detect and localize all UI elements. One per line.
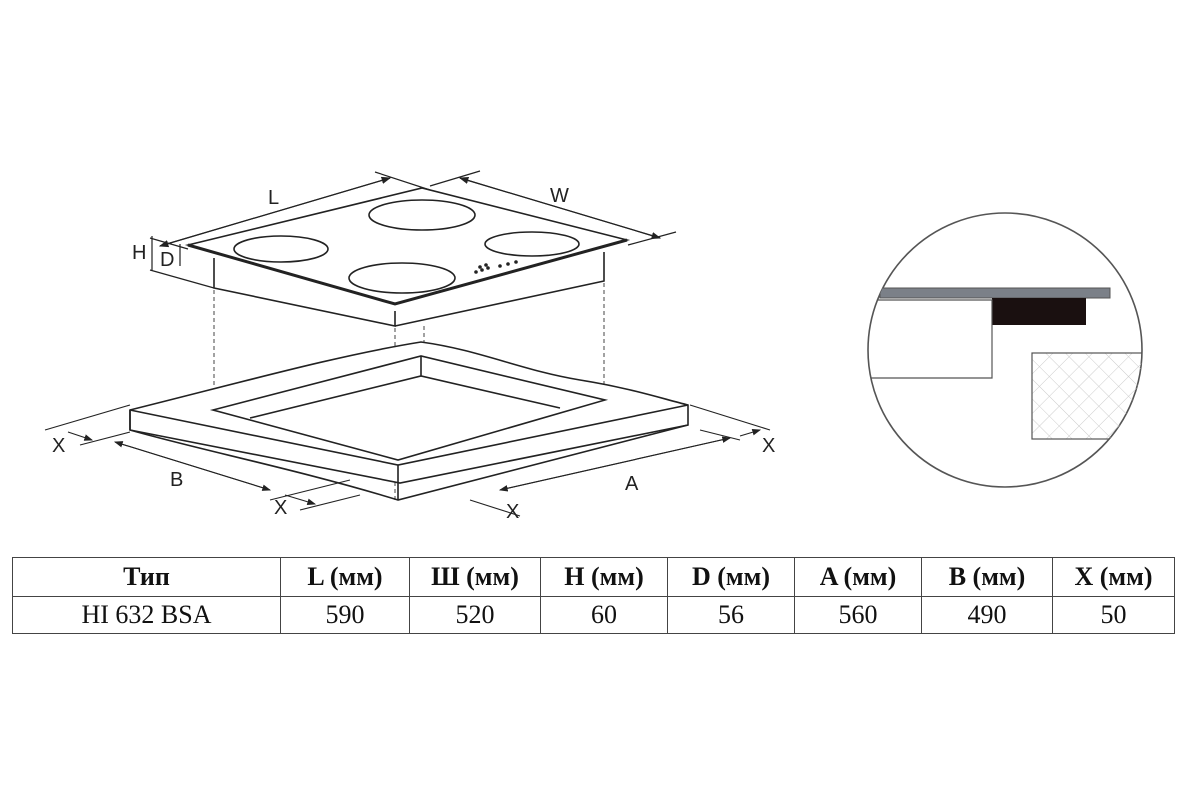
cell-A: 560 (794, 596, 922, 634)
cell-B: 490 (921, 596, 1053, 634)
burner (368, 199, 476, 231)
label-B: B (170, 469, 183, 491)
glass-panel (879, 287, 1111, 299)
hob-body (992, 298, 1086, 325)
detail-view (867, 212, 1143, 488)
label-L: L (268, 187, 279, 209)
header-D: D (мм) (667, 557, 795, 597)
header-L: L (мм) (280, 557, 410, 597)
control-dots (474, 260, 518, 274)
label-A: A (625, 473, 639, 495)
label-H: H (132, 242, 146, 264)
header-B: B (мм) (921, 557, 1053, 597)
header-A: A (мм) (794, 557, 922, 597)
table-row: HI 632 BSA 590 520 60 56 560 490 50 (12, 596, 1175, 634)
header-H: H (мм) (540, 557, 668, 597)
burner (348, 262, 456, 294)
burner (484, 231, 580, 257)
label-X: X (506, 501, 519, 523)
hob (184, 187, 631, 327)
cell-L: 590 (280, 596, 410, 634)
cell-D: 56 (667, 596, 795, 634)
burner (233, 235, 329, 263)
header-X: X (мм) (1052, 557, 1175, 597)
label-X: X (52, 435, 65, 457)
worktop-section (1031, 352, 1142, 440)
label-X: X (274, 497, 287, 519)
cell-type: HI 632 BSA (12, 596, 281, 634)
cell-H: 60 (540, 596, 668, 634)
worktop-cutout (129, 341, 689, 501)
dimension-lines (149, 170, 677, 289)
label-X: X (762, 435, 775, 457)
cell-X: 50 (1052, 596, 1175, 634)
dimension-labels: L W H D X B X X A X (52, 185, 775, 523)
header-type: Тип (12, 557, 281, 597)
label-D: D (160, 249, 174, 271)
dimensions-table: Тип L (мм) Ш (мм) H (мм) D (мм) A (мм) B… (12, 557, 1175, 634)
cutout-dimension-lines (44, 404, 771, 517)
table-header-row: Тип L (мм) Ш (мм) H (мм) D (мм) A (мм) B… (12, 557, 1175, 597)
label-W: W (550, 185, 569, 207)
hob-installation-diagram: L W H D X B X X A X (44, 170, 1143, 523)
cell-W: 520 (409, 596, 541, 634)
header-W: Ш (мм) (409, 557, 541, 597)
